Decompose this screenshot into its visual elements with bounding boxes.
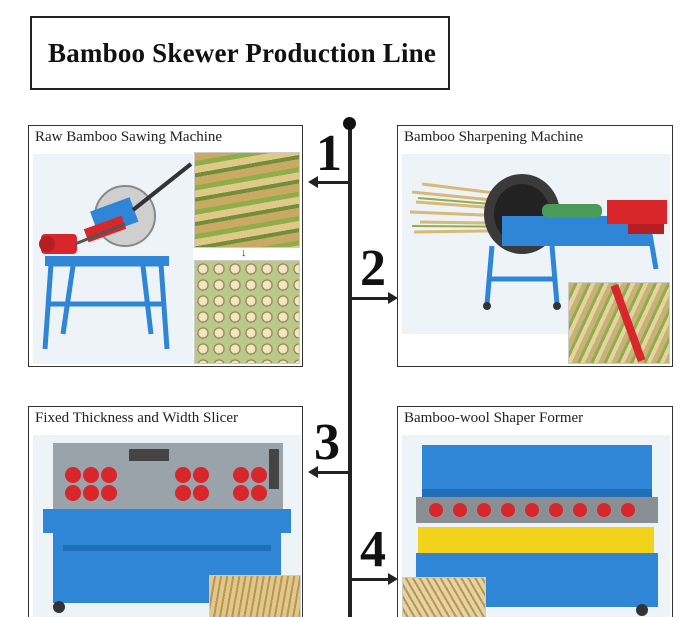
step-number-4: 4 bbox=[360, 521, 386, 578]
raw-bamboo-poles-photo bbox=[194, 152, 300, 248]
flow-branch-3 bbox=[318, 471, 350, 474]
panel-step-3: Fixed Thickness and Width Slicer bbox=[28, 406, 303, 617]
flow-branch-2 bbox=[350, 297, 388, 300]
flow-arrow-4 bbox=[388, 573, 398, 585]
flow-branch-1 bbox=[318, 181, 350, 184]
step-number-3: 3 bbox=[314, 414, 340, 471]
panel-label-step-2: Bamboo Sharpening Machine bbox=[404, 129, 584, 145]
step-number-1: 1 bbox=[316, 125, 342, 182]
flow-branch-4 bbox=[350, 578, 388, 581]
flow-arrow-1 bbox=[308, 176, 318, 188]
panel-label-step-4: Bamboo-wool Shaper Former bbox=[404, 410, 584, 426]
page-title: Bamboo Skewer Production Line bbox=[48, 37, 437, 68]
sharpening-machine-illustration bbox=[402, 154, 670, 334]
panel-label-step-3: Fixed Thickness and Width Slicer bbox=[35, 410, 238, 426]
flow-arrow-2 bbox=[388, 292, 398, 304]
step-number-2: 2 bbox=[360, 240, 386, 297]
panel-step-1: Raw Bamboo Sawing Machine ↓ bbox=[28, 125, 303, 367]
flow-start-dot bbox=[343, 117, 356, 130]
bamboo-strips-photo bbox=[209, 575, 301, 617]
flow-spine bbox=[348, 124, 352, 617]
sharpened-bamboo-bundle-photo bbox=[568, 282, 670, 364]
finished-skewers-photo bbox=[402, 577, 486, 617]
title-box: Bamboo Skewer Production Line bbox=[30, 16, 450, 90]
sawing-machine-illustration bbox=[33, 154, 193, 364]
down-arrow-icon: ↓ bbox=[241, 247, 247, 259]
flow-arrow-3 bbox=[308, 466, 318, 478]
cut-bamboo-tubes-photo bbox=[194, 260, 300, 364]
panel-step-2: Bamboo Sharpening Machine bbox=[397, 125, 673, 367]
panel-label-step-1: Raw Bamboo Sawing Machine bbox=[35, 129, 223, 145]
red-tie-band bbox=[610, 284, 646, 362]
panel-step-4: Bamboo-wool Shaper Former bbox=[397, 406, 673, 617]
